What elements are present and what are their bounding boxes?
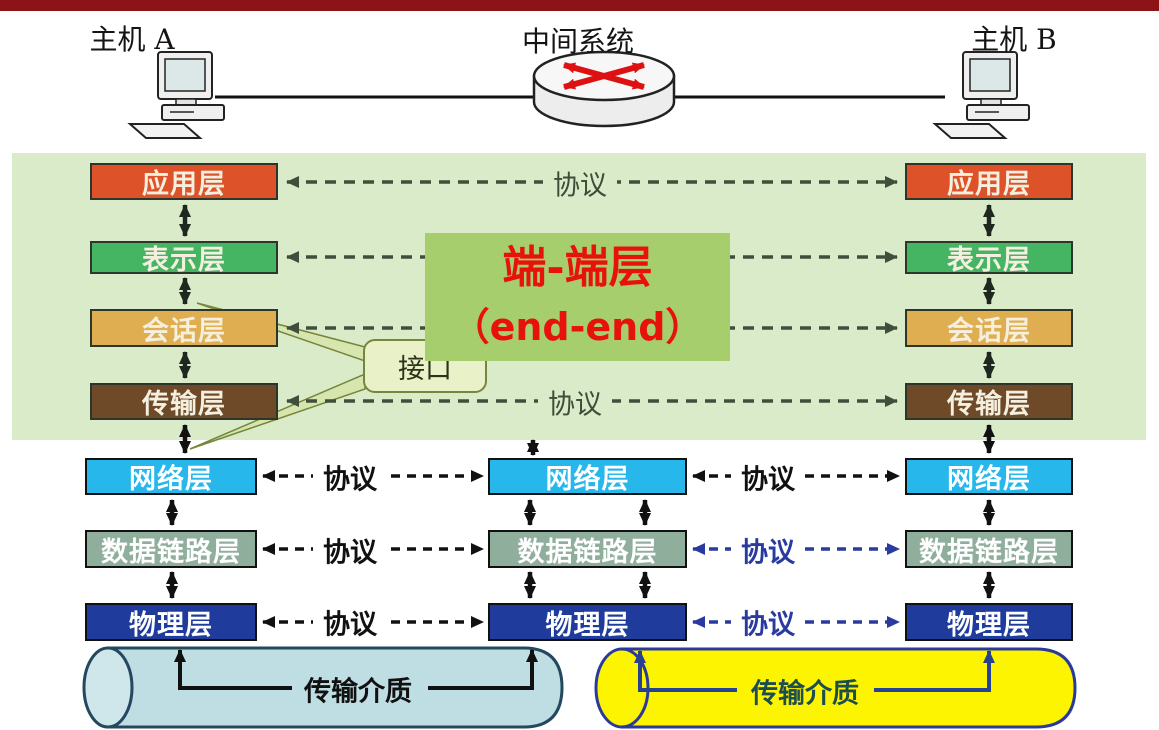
layer-label: 应用层: [947, 169, 1031, 200]
transmission-medium-label-left: 传输介质: [304, 676, 412, 708]
host-a-data-link-layer: 数据链路层: [85, 530, 257, 568]
protocol-label-physical-left: 协议: [313, 602, 387, 642]
host-a-transport-layer: 传输层: [90, 383, 278, 420]
host-b-physical-layer: 物理层: [905, 603, 1073, 641]
router-icon: [532, 50, 676, 128]
layer-label: 网络层: [129, 464, 213, 495]
layer-label: 数据链路层: [101, 536, 241, 568]
host-a-session-layer: 会话层: [90, 309, 278, 347]
host-b-session-layer: 会话层: [905, 309, 1073, 347]
protocol-label-datalink-right: 协议: [731, 530, 805, 570]
host-b-computer-icon: [934, 51, 1030, 139]
protocol-label-physical-right: 协议: [731, 602, 805, 642]
host-a-computer-icon: [129, 51, 225, 139]
layer-label: 应用层: [142, 169, 226, 200]
host-b-presentation-layer: 表示层: [905, 241, 1073, 276]
protocol-label-datalink-left: 协议: [313, 530, 387, 570]
host-b-network-layer: 网络层: [905, 458, 1073, 495]
host-b-data-link-layer: 数据链路层: [905, 530, 1073, 568]
slide-top-bar: [0, 0, 1159, 11]
host-b-label: 主机 B: [971, 23, 1057, 56]
intermediate-physical-layer: 物理层: [488, 603, 687, 641]
protocol-label-transport: 协议: [538, 382, 612, 422]
host-a-presentation-layer: 表示层: [90, 241, 278, 276]
end-end-title: 端-端层: [502, 242, 653, 293]
layer-label: 表示层: [947, 245, 1031, 276]
intermediate-data-link-layer: 数据链路层: [488, 530, 687, 568]
layer-label: 数据链路层: [517, 536, 658, 568]
layer-label: 网络层: [947, 464, 1031, 495]
medium-connectors-left: [174, 649, 538, 690]
layer-label: 表示层: [142, 245, 226, 276]
protocol-label-application: 协议: [543, 163, 617, 203]
intermediate-network-layer: 网络层: [488, 458, 687, 495]
host-b-application-layer: 应用层: [905, 163, 1073, 200]
interlayer-arrows-upper: [179, 204, 995, 379]
layer-label: 会话层: [947, 315, 1031, 347]
host-b-transport-layer: 传输层: [905, 383, 1073, 420]
layer-label: 数据链路层: [919, 536, 1059, 568]
layer-label: 物理层: [947, 609, 1031, 641]
layer-label: 会话层: [142, 315, 226, 347]
layer-label: 传输层: [947, 389, 1031, 420]
transmission-medium-cylinder-left: [82, 646, 564, 729]
medium-connectors-right: [634, 650, 995, 692]
protocol-label-network-left: 协议: [313, 457, 387, 497]
layer-label: 传输层: [142, 389, 226, 420]
transmission-medium-label-right: 传输介质: [751, 678, 859, 710]
intermediate-system-label: 中间系统: [521, 25, 635, 58]
host-a-label: 主机 A: [89, 23, 175, 56]
lower-protocol-arrows-left: [262, 470, 484, 628]
host-a-network-layer: 网络层: [85, 458, 257, 495]
layer-label: 物理层: [545, 609, 630, 641]
protocol-label-network-right: 协议: [731, 457, 805, 497]
layer-label: 网络层: [545, 464, 630, 495]
end-end-layers-box: 端-端层 （end-end）: [425, 233, 730, 361]
interlayer-arrows-lower: [166, 424, 995, 599]
end-end-subtitle: （end-end）: [451, 305, 704, 349]
host-a-physical-layer: 物理层: [85, 603, 257, 641]
host-a-application-layer: 应用层: [90, 163, 278, 200]
transmission-medium-cylinder-right: [594, 647, 1077, 729]
layer-label: 物理层: [129, 609, 213, 641]
